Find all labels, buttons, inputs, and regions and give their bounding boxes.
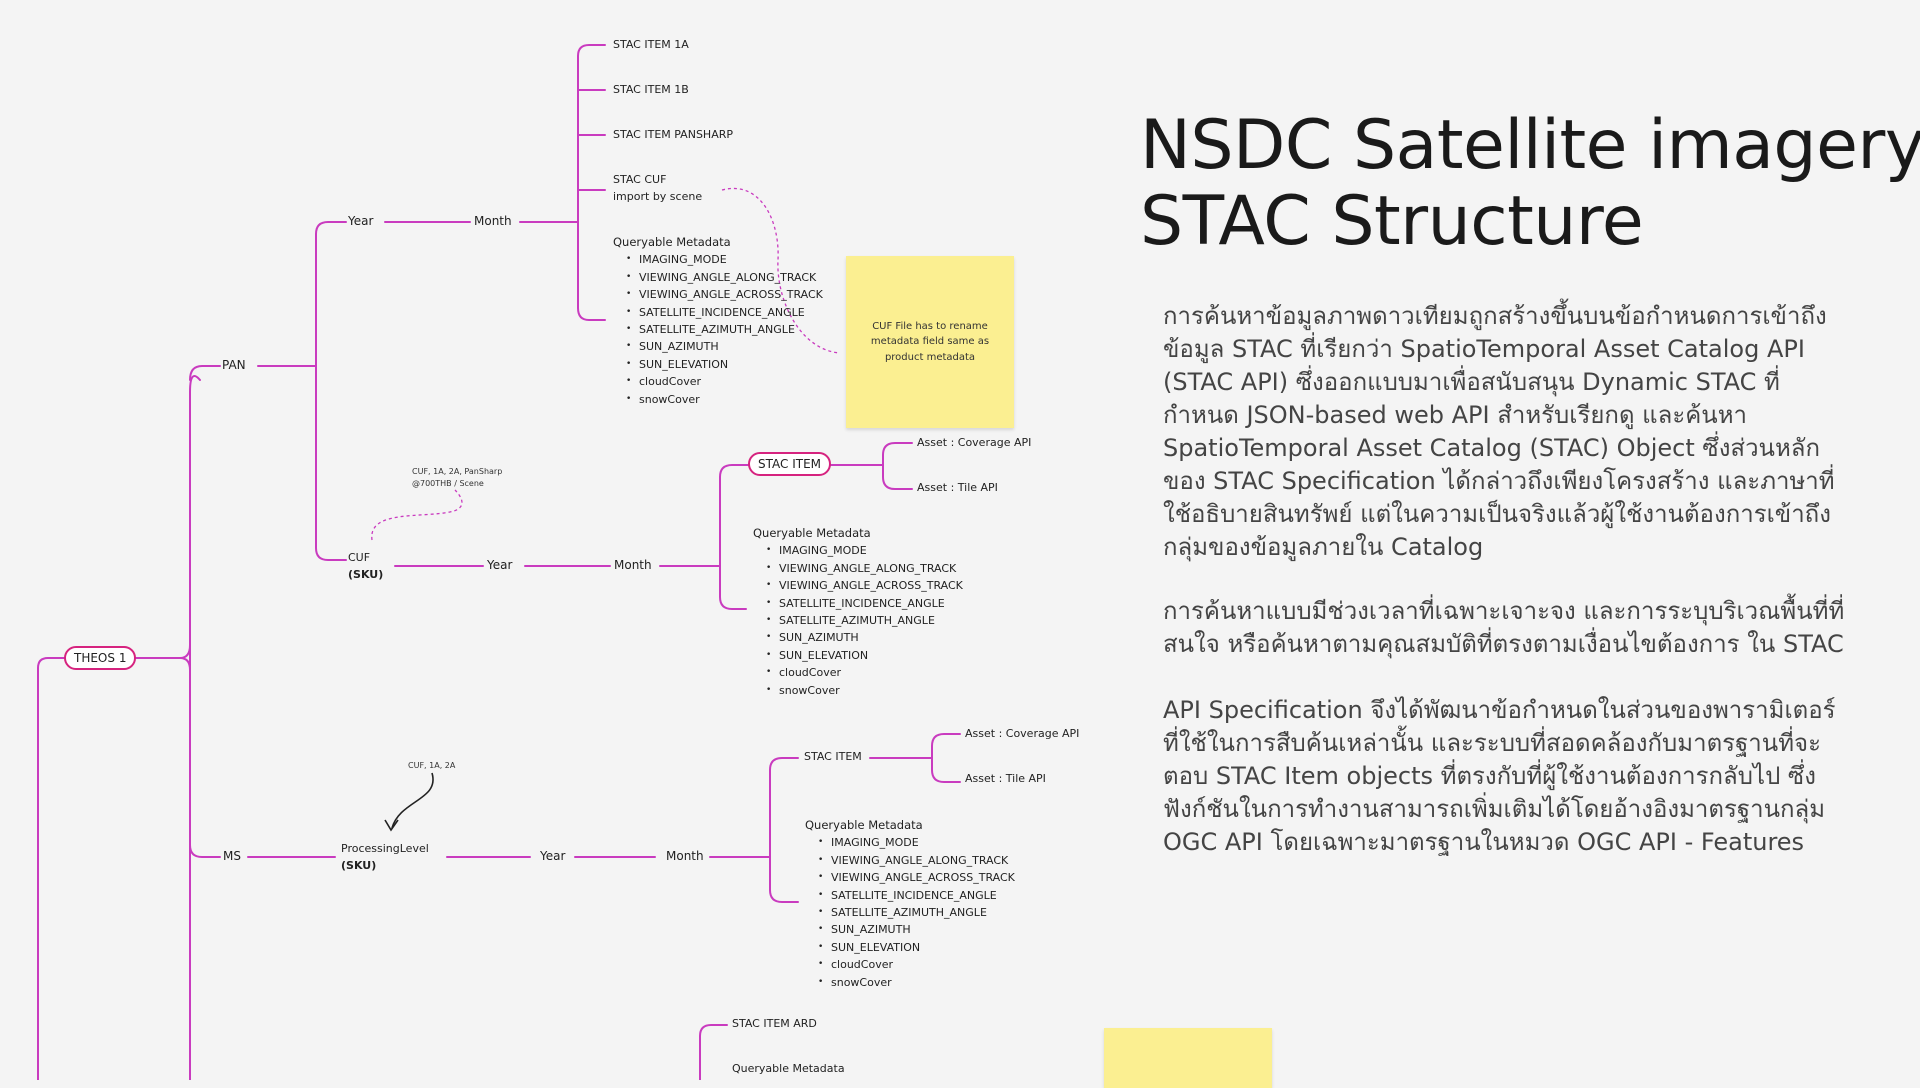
metadata-field: VIEWING_ANGLE_ACROSS_TRACK (818, 869, 1015, 887)
node-pan[interactable]: PAN (222, 358, 246, 372)
metadata-field: SUN_AZIMUTH (626, 338, 823, 356)
paragraph-line: ตอบ STAC Item objects ที่ตรงกับที่ผู้ใช้… (1163, 762, 1816, 790)
sticky-note-bottom[interactable] (1104, 1028, 1272, 1088)
node-stac-cuf-sub: import by scene (613, 190, 703, 203)
metadata-field: snowCover (818, 974, 1015, 992)
connector-spine-main (189, 375, 201, 1080)
node-ms-asset-coverage[interactable]: Asset : Coverage API (965, 727, 1080, 740)
queryable-metadata-cuf: Queryable Metadata IMAGING_MODE VIEWING_… (753, 525, 963, 699)
node-cuf-month[interactable]: Month (614, 558, 652, 572)
metadata-field: VIEWING_ANGLE_ALONG_TRACK (766, 560, 963, 578)
paragraph-line: กำหนด JSON-based web API สำหรับเรียกดู แ… (1163, 401, 1747, 429)
node-cuf-stac-item[interactable]: STAC ITEM (748, 452, 832, 477)
metadata-field: cloudCover (766, 664, 963, 682)
metadata-field: SATELLITE_INCIDENCE_ANGLE (818, 887, 1015, 905)
paragraph-line: ของ STAC Specification ได้กล่าวถึงเพียงโ… (1163, 467, 1835, 495)
node-ms-sku: (SKU) (341, 859, 377, 872)
metadata-field: snowCover (626, 391, 823, 409)
node-cuf-year[interactable]: Year (487, 558, 513, 572)
metadata-field: snowCover (766, 682, 963, 700)
paragraph-line: การค้นหาข้อมูลภาพดาวเทียมถูกสร้างขึ้นบนข… (1163, 302, 1827, 330)
paragraph-line: SpatioTemporal Asset Catalog (STAC) Obje… (1163, 434, 1821, 462)
node-ms-stac-item[interactable]: STAC ITEM (804, 750, 862, 763)
node-cuf-asset-coverage[interactable]: Asset : Coverage API (917, 436, 1032, 449)
paragraph-line: ใช้อธิบายสินทรัพย์ แต่ในความเป็นจริงแล้ว… (1163, 500, 1831, 528)
node-ms[interactable]: MS (223, 849, 241, 863)
node-pan-month[interactable]: Month (474, 214, 512, 228)
sticky-note-text: CUF File has to rename metadata field sa… (870, 320, 990, 363)
node-ms-asset-tile[interactable]: Asset : Tile API (965, 772, 1046, 785)
node-stac-item-1a[interactable]: STAC ITEM 1A (613, 38, 689, 51)
metadata-field: VIEWING_ANGLE_ALONG_TRACK (626, 269, 823, 287)
metadata-field: SATELLITE_AZIMUTH_ANGLE (766, 612, 963, 630)
metadata-field: SUN_ELEVATION (818, 939, 1015, 957)
connector-root-left (37, 657, 66, 1080)
description-paragraph-2: การค้นหาแบบมีช่วงเวลาที่เฉพาะเจาะจง และก… (1163, 595, 1883, 661)
metadata-field: VIEWING_ANGLE_ACROSS_TRACK (626, 286, 823, 304)
root-node-theos1[interactable]: THEOS 1 (64, 646, 137, 671)
page-title: NSDC Satellite imagery STAC Structure (1140, 106, 1920, 261)
node-ms-month[interactable]: Month (666, 849, 704, 863)
node-cuf-asset-tile[interactable]: Asset : Tile API (917, 481, 998, 494)
paragraph-line: สนใจ หรือค้นหาตามคุณสมบัติที่ตรงตามเงื่อ… (1163, 630, 1844, 658)
queryable-metadata-title: Queryable Metadata (805, 818, 923, 832)
paragraph-line: กลุ่มของข้อมูลภายใน Catalog (1163, 533, 1484, 561)
node-cuf[interactable]: CUF (348, 551, 371, 564)
paragraph-line: ที่ใช้ในการสืบค้นเหล่านั้น และระบบที่สอด… (1163, 729, 1821, 757)
cuf-note-line2: @700THB / Scene (412, 479, 484, 488)
queryable-metadata-title: Queryable Metadata (753, 526, 871, 540)
sticky-note-cuf-rename[interactable]: CUF File has to rename metadata field sa… (846, 256, 1014, 428)
description-paragraph-1: การค้นหาข้อมูลภาพดาวเทียมถูกสร้างขึ้นบนข… (1163, 300, 1883, 564)
node-stac-item-1b[interactable]: STAC ITEM 1B (613, 83, 689, 96)
paragraph-line: API Specification จึงได้พัฒนาข้อกำหนดในส… (1163, 696, 1836, 724)
node-pan-year[interactable]: Year (348, 214, 374, 228)
queryable-metadata-ard-title: Queryable Metadata (732, 1062, 845, 1075)
node-ms-year[interactable]: Year (540, 849, 566, 863)
metadata-field: cloudCover (626, 373, 823, 391)
connector-ms (189, 844, 221, 858)
metadata-field: SATELLITE_AZIMUTH_ANGLE (626, 321, 823, 339)
metadata-field: VIEWING_ANGLE_ACROSS_TRACK (766, 577, 963, 595)
node-stac-cuf[interactable]: STAC CUF (613, 173, 667, 186)
paragraph-line: ข้อมูล STAC ที่เรียกว่า SpatioTemporal A… (1163, 335, 1805, 363)
metadata-field: IMAGING_MODE (766, 542, 963, 560)
metadata-field: SATELLITE_AZIMUTH_ANGLE (818, 904, 1015, 922)
queryable-metadata-pan: Queryable Metadata IMAGING_MODE VIEWING_… (613, 234, 823, 408)
node-stac-item-ard[interactable]: STAC ITEM ARD (732, 1017, 817, 1030)
queryable-metadata-ms: Queryable Metadata IMAGING_MODE VIEWING_… (805, 817, 1015, 991)
node-cuf-sku: (SKU) (348, 568, 384, 581)
connector-pan-month-items (577, 44, 606, 223)
cuf-note-line1: CUF, 1A, 2A, PanSharp (412, 467, 503, 476)
description-paragraph-3: API Specification จึงได้พัฒนาข้อกำหนดในส… (1163, 694, 1883, 859)
paragraph-line: (STAC API) ซึ่งออกแบบมาเพื่อสนับสนุน Dyn… (1163, 368, 1780, 396)
metadata-field: SUN_ELEVATION (766, 647, 963, 665)
connector-cuf-month-items (719, 464, 749, 567)
dashed-link-cuf-note (371, 489, 463, 541)
metadata-field: IMAGING_MODE (818, 834, 1015, 852)
metadata-field: IMAGING_MODE (626, 251, 823, 269)
metadata-field: cloudCover (818, 956, 1015, 974)
title-line-1: NSDC Satellite imagery (1140, 106, 1920, 185)
metadata-field: SUN_ELEVATION (626, 356, 823, 374)
connector-ms-month-items (769, 757, 799, 858)
paragraph-line: OGC API โดยเฉพาะมาตรฐานในหมวด OGC API - … (1163, 828, 1805, 856)
connector-ard (699, 1024, 728, 1080)
metadata-field: SATELLITE_INCIDENCE_ANGLE (766, 595, 963, 613)
arrow-ms-note (391, 772, 434, 829)
node-stac-item-pansharp[interactable]: STAC ITEM PANSHARP (613, 128, 733, 141)
title-line-2: STAC Structure (1140, 182, 1644, 261)
metadata-field: SUN_AZIMUTH (818, 921, 1015, 939)
metadata-field: SUN_AZIMUTH (766, 629, 963, 647)
node-ms-processing-level[interactable]: ProcessingLevel (341, 842, 429, 855)
paragraph-line: การค้นหาแบบมีช่วงเวลาที่เฉพาะเจาะจง และก… (1163, 597, 1845, 625)
ms-note: CUF, 1A, 2A (408, 761, 456, 770)
paragraph-line: ฟังก์ชันในการทำงานสามารถเพิ่มเติมได้โดยอ… (1163, 795, 1826, 823)
metadata-field: VIEWING_ANGLE_ALONG_TRACK (818, 852, 1015, 870)
queryable-metadata-title: Queryable Metadata (613, 235, 731, 249)
metadata-field: SATELLITE_INCIDENCE_ANGLE (626, 304, 823, 322)
